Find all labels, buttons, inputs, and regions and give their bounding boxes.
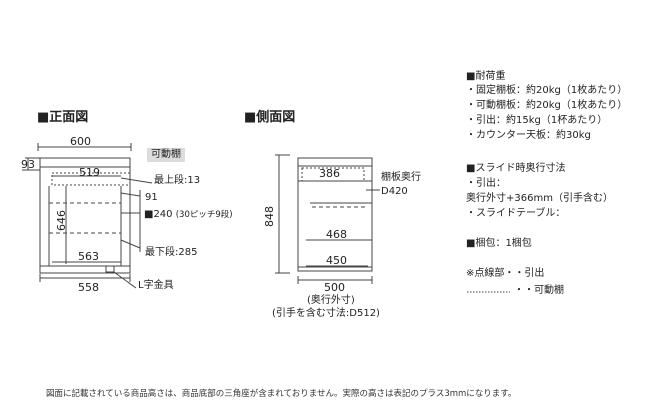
load-item: ・可動棚板：約20kg（1枚あたり） [466, 100, 628, 111]
slide-item: 奥行外寸+366mm（引手含む） [466, 193, 613, 204]
movable-shelf-tag: 可動棚 [147, 148, 185, 162]
pitch-label-main: ■240 [144, 209, 173, 220]
side-bottom-depth-label: 450 [326, 254, 347, 267]
side-total-height-label: 848 [263, 206, 276, 227]
side-caption-line2: (引手を含む寸法:D512) [272, 308, 380, 319]
front-height-label: 646 [55, 210, 68, 231]
slide-item: ・スライドテーブル： [466, 208, 566, 219]
front-width-top-label: 600 [70, 135, 91, 148]
gap-label: 91 [145, 192, 158, 203]
legend-drawer: ※点線部・・引出 [466, 268, 545, 279]
bracket-label: L字金具 [138, 280, 174, 291]
load-item: ・カウンター天板：約30kg [466, 130, 591, 141]
front-inner-bottom-label: 563 [78, 250, 99, 263]
pitch-label-sub: (30ピッチ9段) [175, 210, 233, 220]
side-view-outline [275, 154, 380, 284]
side-shelf-label-line2: D420 [381, 186, 408, 197]
shelf-bottom-label: 最下段:285 [145, 247, 198, 258]
front-view-outline [22, 143, 153, 289]
shelf-top-label: 最上段:13 [154, 175, 201, 186]
slide-item: ・引出： [466, 178, 506, 189]
slide-heading: ■スライド時奥行寸法 [466, 163, 566, 174]
side-top-depth-label: 386 [319, 167, 340, 180]
front-base-width-label: 558 [78, 281, 99, 294]
front-top-thickness-label: 93 [21, 158, 35, 171]
load-heading: ■耐荷重 [466, 71, 506, 82]
front-inner-width-label: 519 [79, 166, 100, 179]
side-outer-depth-label: 500 [324, 281, 345, 294]
side-view-heading: ■側面図 [244, 110, 296, 125]
side-shelf-label-line1: 棚板奥行 [381, 172, 421, 183]
front-view-heading: ■正面図 [37, 110, 89, 125]
load-item: ・引出：約15kg（1杯あたり） [466, 115, 608, 126]
pitch-label: ■240 (30ピッチ9段) [144, 210, 233, 220]
load-item: ・固定棚板：約20kg（1枚あたり） [466, 85, 628, 96]
side-caption-line1: (奥行外寸) [307, 295, 355, 306]
footer-note: 図面に記載されている商品高さは、商品底部の三角座が含まれておりません。実際の高さ… [46, 389, 517, 399]
package-info: ■梱包：1梱包 [466, 238, 532, 249]
side-mid-depth-label: 468 [326, 228, 347, 241]
legend-shelf: ・・可動棚 [514, 285, 564, 296]
